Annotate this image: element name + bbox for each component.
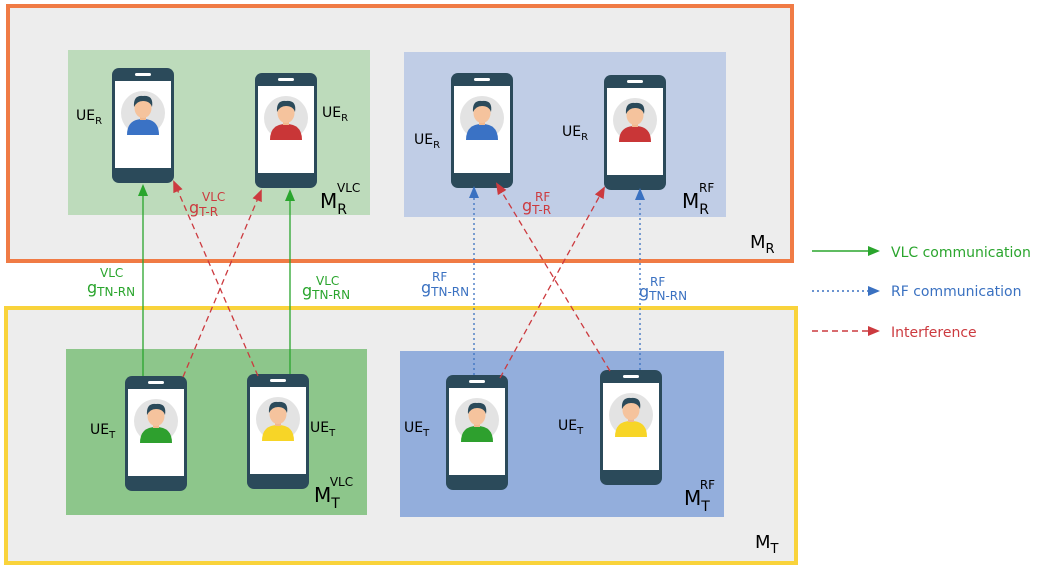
vlc-transmitter-subgroup <box>66 349 367 515</box>
ue-r-label: UER <box>322 105 348 124</box>
vlc-receiver-subgroup-label: MRVLC <box>320 181 360 218</box>
interference-arrow <box>495 182 611 372</box>
transmitter-phone-icon <box>446 375 508 490</box>
interference-arrow <box>173 180 259 377</box>
rf-link-gain-label: RF gTN-RN <box>639 271 687 303</box>
ue-r-label: UER <box>76 108 102 127</box>
vlc-link-gain-label: VLC gTN-RN <box>87 262 135 299</box>
legend-rf-label: RF communication <box>891 284 1022 300</box>
rf-interference-gain-label: RF gT-R <box>522 186 555 217</box>
interference-arrow <box>182 189 262 378</box>
transmitter-phone-icon <box>125 376 187 491</box>
ue-t-label: UET <box>310 420 336 439</box>
transmitter-phone-icon <box>247 374 309 489</box>
ue-t-label: UET <box>558 418 584 437</box>
transmitter-phone-icon <box>600 370 662 485</box>
ue-r-label: UER <box>414 132 440 151</box>
receiver-phone-icon <box>451 73 513 188</box>
interference-arrow <box>499 186 605 379</box>
rf-receiver-subgroup-label: MRRF <box>682 181 714 218</box>
vlc-transmitter-subgroup-label: MTVLC <box>314 475 353 512</box>
vlc-interference-gain-label: VLC gT-R <box>189 186 230 219</box>
rf-transmitter-subgroup-label: MTRF <box>684 478 715 515</box>
receiver-phone-icon <box>604 75 666 190</box>
transmitter-group-label: MT <box>755 532 779 557</box>
ue-r-label: UER <box>562 124 588 143</box>
receiver-group-label: MR <box>750 232 775 257</box>
receiver-phone-icon <box>255 73 317 188</box>
rf-link-gain-label: RF gTN-RN <box>421 266 469 299</box>
ue-t-label: UET <box>404 420 430 439</box>
legend-interference-label: Interference <box>891 325 977 341</box>
vlc-link-gain-label: VLC gTN-RN <box>302 270 350 302</box>
legend-vlc-label: VLC communication <box>891 245 1031 261</box>
receiver-phone-icon <box>112 68 174 183</box>
ue-t-label: UET <box>90 422 116 441</box>
